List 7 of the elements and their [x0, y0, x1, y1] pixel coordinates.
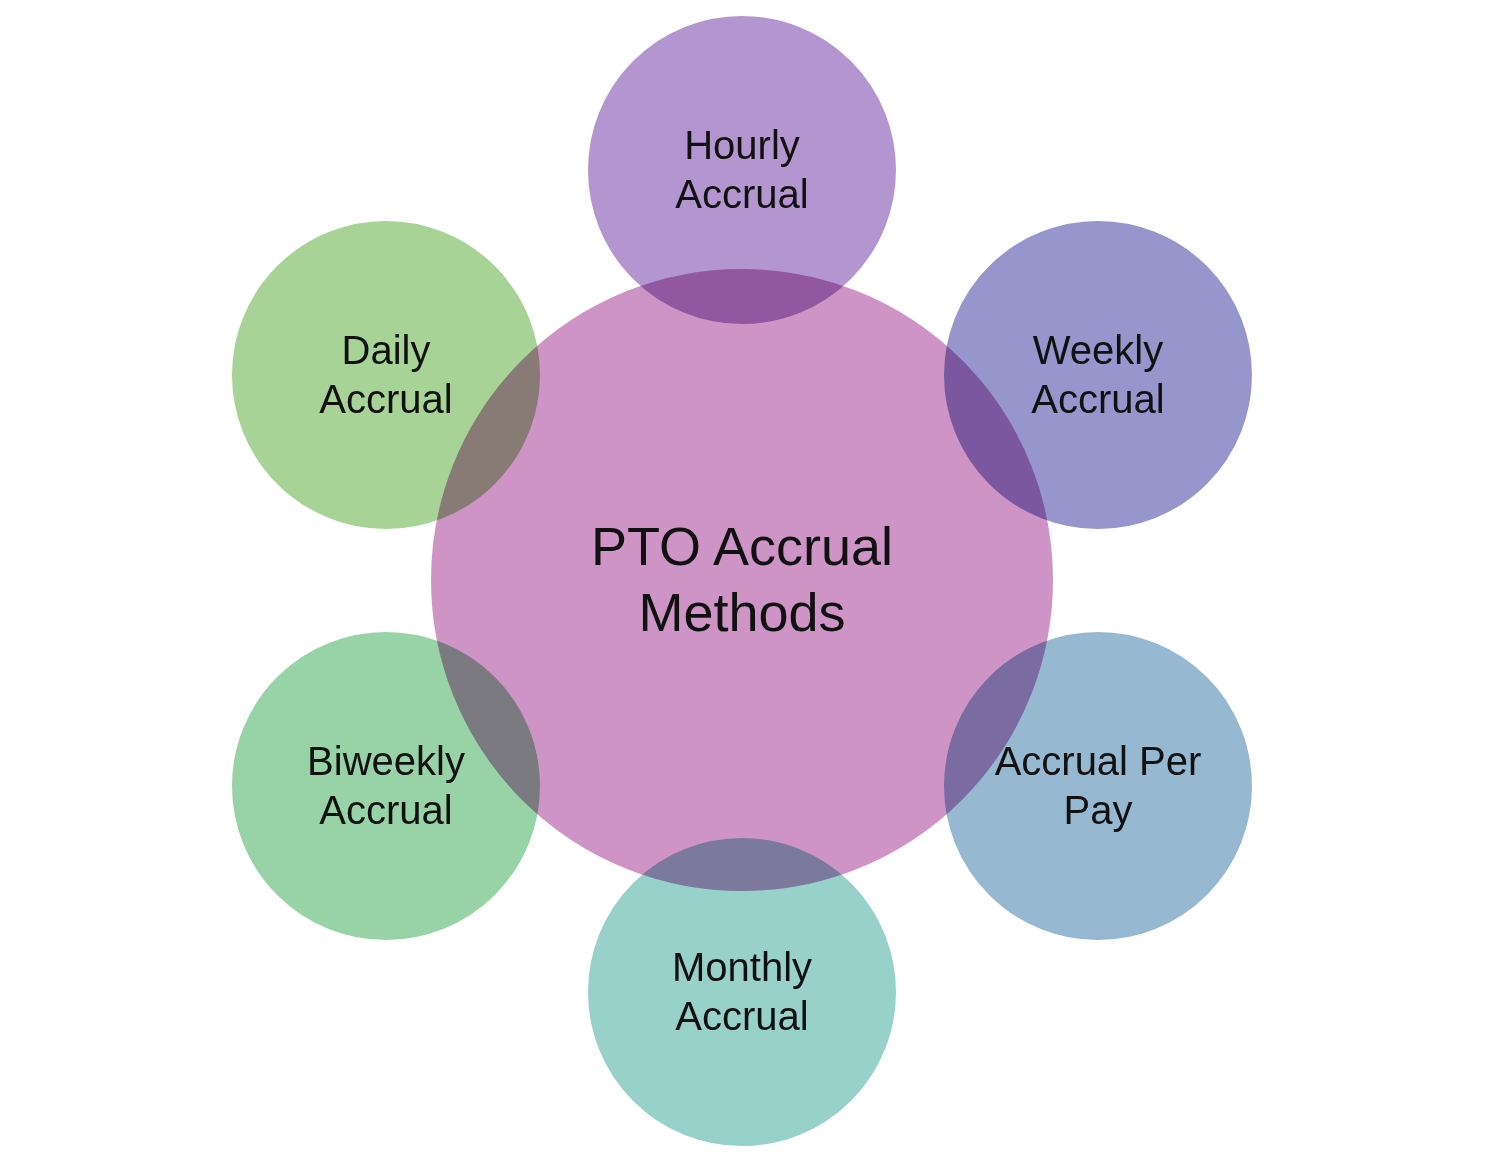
center-label: PTO Accrual Methods — [589, 515, 895, 644]
method-label: Accrual Per Pay — [993, 738, 1203, 834]
method-label: Biweekly Accrual — [306, 738, 466, 834]
method-label: Weekly Accrual — [1030, 327, 1166, 423]
method-label: Daily Accrual — [318, 327, 454, 423]
method-label: Monthly Accrual — [670, 944, 814, 1040]
method-label: Hourly Accrual — [674, 122, 810, 218]
